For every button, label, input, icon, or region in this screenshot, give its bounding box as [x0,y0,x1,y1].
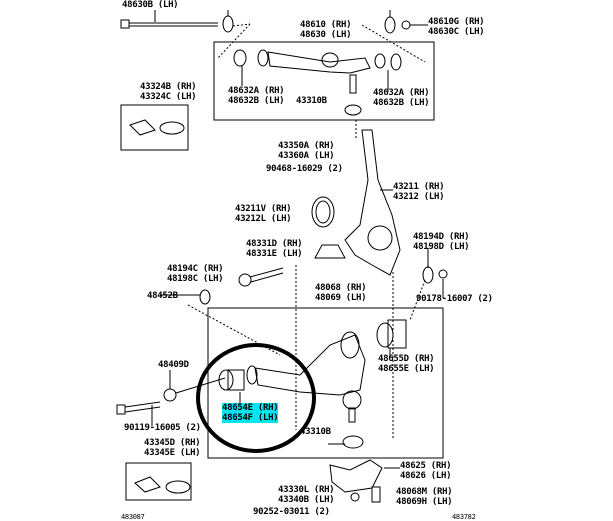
markup-circle [196,343,316,453]
part-label[interactable]: 48194C (RH) [167,264,224,274]
dust-cover-icon [311,196,335,228]
part-label[interactable]: 48632A (RH) [373,88,430,98]
part-label[interactable]: 48331D (RH) [246,239,303,249]
part-label[interactable]: 43345E (LH) [144,448,201,458]
part-label[interactable]: 48655E (LH) [378,364,435,374]
part-label[interactable]: 48630B (LH) [122,0,179,10]
part-label[interactable]: 43340B (LH) [278,495,335,505]
part-label[interactable]: 48194D (RH) [413,232,470,242]
part-label[interactable]: 43350A (RH) [278,141,335,151]
part-label[interactable]: 43211V (RH) [235,204,292,214]
part-label[interactable]: 43310B [300,427,331,437]
part-label[interactable]: 48198C (LH) [167,274,224,284]
part-label[interactable]: 48409D [158,360,189,370]
steering-knuckle-icon [344,129,401,276]
part-label[interactable]: 43345D (RH) [144,438,201,448]
cam-washer-icon [199,289,211,305]
part-label[interactable]: 90119-16005 (2) [124,423,201,433]
upper-arm-group-box [213,41,435,121]
part-label[interactable]: 43211 (RH) [393,182,445,192]
part-label[interactable]: 43212L (LH) [235,214,292,224]
part-label[interactable]: 90178-16007 (2) [416,294,493,304]
upper-control-arm-icon [233,49,402,116]
part-label[interactable]: 90252-03011 (2) [253,507,330,517]
part-label[interactable]: 48198D (LH) [413,242,470,252]
nut-icon [401,20,411,30]
washer-icon [384,16,396,34]
part-label[interactable]: 43310B [296,96,327,106]
part-label[interactable]: 48632B (LH) [228,96,285,106]
part-label[interactable]: 48452B [147,291,178,301]
washer-icon [222,15,234,33]
part-label[interactable]: 48632B (LH) [373,98,430,108]
part-label[interactable]: 48069 (LH) [315,293,367,303]
highlighted-part-label[interactable]: 48654E (RH) [222,403,279,413]
part-label[interactable]: 48655D (RH) [378,354,435,364]
part-label[interactable]: 48069H (LH) [396,497,453,507]
long-bolt-icon [116,370,226,426]
bolt-48630b-icon [120,10,218,29]
boot-icon [314,244,346,259]
part-label[interactable]: 43212 (LH) [393,192,445,202]
part-label[interactable]: 90468-16029 (2) [266,164,343,174]
part-label[interactable]: 48610 (RH) [300,20,352,30]
part-label[interactable]: 43330L (RH) [278,485,335,495]
highlighted-part-label[interactable]: 48654F (LH) [222,413,279,423]
cam-washer-icon [422,266,434,284]
part-label[interactable]: 43360A (LH) [278,151,335,161]
figure-code-right: 483782 [452,513,476,521]
part-label[interactable]: 48630C (LH) [428,27,485,37]
part-label[interactable]: 48626 (LH) [400,471,452,481]
part-label[interactable]: 48625 (RH) [400,461,452,471]
figure-code-left: 483087 [121,513,145,521]
kit-43345-box [125,462,192,501]
part-label[interactable]: 48068 (RH) [315,283,367,293]
part-label[interactable]: 48632A (RH) [228,86,285,96]
part-label[interactable]: 43324B (RH) [140,82,197,92]
part-label[interactable]: 48331E (LH) [246,249,303,259]
part-label[interactable]: 48630 (LH) [300,30,352,40]
kit-43324-box [120,104,189,151]
part-label[interactable]: 48068M (RH) [396,487,453,497]
part-label[interactable]: 43324C (LH) [140,92,197,102]
camber-bolt-icon [238,267,284,287]
ball-joint-bracket-icon [328,443,400,503]
part-label[interactable]: 48610G (RH) [428,17,485,27]
